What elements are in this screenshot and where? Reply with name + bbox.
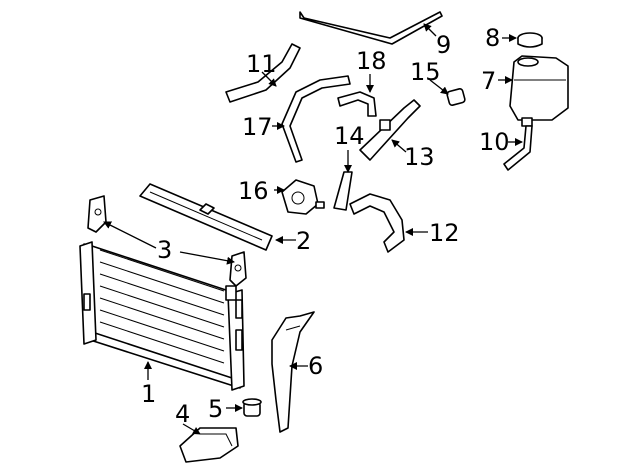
callout-16: 16 xyxy=(238,177,269,205)
lower-radiator-hose xyxy=(349,193,405,253)
hose-connector xyxy=(446,88,466,106)
callout-17: 17 xyxy=(242,113,273,141)
radiator xyxy=(79,241,245,391)
reservoir-cap xyxy=(517,32,543,48)
lower-insulator-bracket xyxy=(179,427,239,463)
callout-6: 6 xyxy=(308,352,323,380)
callout-14: 14 xyxy=(334,122,365,150)
callout-13: 13 xyxy=(404,143,435,171)
reservoir-hose xyxy=(503,125,533,171)
callout-1: 1 xyxy=(141,380,156,408)
callout-8: 8 xyxy=(485,24,500,52)
lower-insulator xyxy=(242,398,262,417)
callout-9: 9 xyxy=(436,31,451,59)
auxiliary-water-pump xyxy=(281,179,325,215)
callout-18: 18 xyxy=(356,47,387,75)
heater-hose xyxy=(281,75,351,163)
callout-2: 2 xyxy=(296,227,311,255)
pipe-bracket xyxy=(333,171,353,211)
callout-15: 15 xyxy=(410,58,441,86)
outlet-pipe xyxy=(359,99,421,161)
overflow-hose xyxy=(299,11,443,45)
leader-lines xyxy=(103,23,523,435)
coolant-reservoir xyxy=(509,55,569,127)
callout-5: 5 xyxy=(208,395,223,423)
callout-3: 3 xyxy=(157,236,172,264)
callout-7: 7 xyxy=(481,67,496,95)
air-baffle xyxy=(139,183,273,251)
bypass-hose xyxy=(337,91,377,117)
upper-bracket-left xyxy=(87,195,107,233)
callout-4: 4 xyxy=(175,400,190,428)
callout-11: 11 xyxy=(246,50,277,78)
upper-bracket-right xyxy=(229,251,247,287)
callout-10: 10 xyxy=(479,128,510,156)
callout-12: 12 xyxy=(429,219,460,247)
